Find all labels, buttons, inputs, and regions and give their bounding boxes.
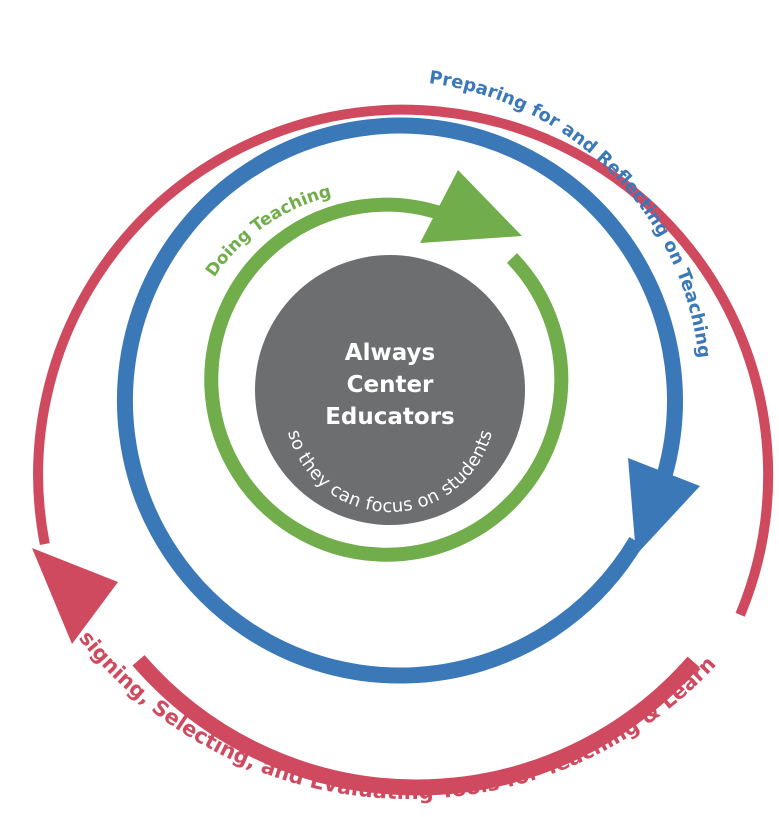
inner-arrowhead — [420, 170, 522, 243]
center-line-1: Always — [345, 340, 435, 366]
middle-ring-arc — [116, 117, 683, 684]
outer-arrowhead — [32, 548, 118, 644]
center-line-2: Center — [347, 372, 434, 398]
outer-ring-arc — [33, 104, 774, 617]
inner-cycle-arrow — [204, 170, 569, 562]
middle-arrowhead — [628, 458, 700, 555]
outer-cycle-arrow — [32, 104, 774, 796]
inner-ring-arc — [204, 197, 569, 562]
center-circle — [255, 255, 525, 525]
outer-ring-arc-lower — [132, 655, 700, 796]
middle-cycle-arrow — [116, 117, 700, 684]
center-line-3: Educators — [325, 404, 455, 430]
